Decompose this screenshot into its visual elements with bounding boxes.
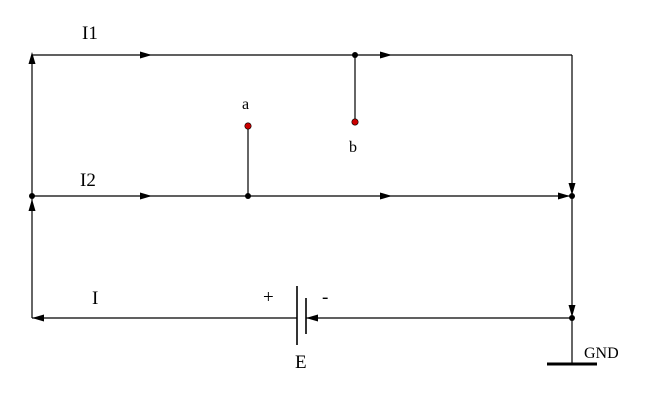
junction-node	[569, 315, 575, 321]
arrow-bottom-left	[32, 314, 44, 322]
label-current-i2: I2	[80, 170, 96, 191]
test-point-a	[244, 122, 252, 130]
label-current-i: I	[92, 288, 98, 309]
wires	[31, 54, 573, 363]
arrow-left-up	[28, 52, 36, 64]
arrows	[28, 51, 576, 322]
label-current-i1: I1	[82, 23, 98, 44]
label-ground: GND	[584, 345, 619, 362]
label-point-a: a	[242, 96, 249, 113]
junction-node	[352, 52, 358, 58]
arrow-right-down-1	[568, 183, 576, 195]
arrow-top-right-1	[140, 51, 152, 59]
junctions	[29, 52, 575, 321]
junction-node	[245, 193, 251, 199]
arrow-left-lower-up	[28, 199, 36, 211]
arrow-middle-right-end	[558, 192, 570, 200]
label-point-b: b	[349, 139, 357, 156]
test-point-b	[351, 118, 359, 126]
battery	[296, 286, 307, 345]
junction-node	[29, 193, 35, 199]
junction-node	[569, 193, 575, 199]
label-battery-minus: -	[322, 287, 328, 308]
label-battery-e: E	[295, 352, 307, 373]
arrow-top-right-2	[380, 51, 392, 59]
arrow-right-down-2	[568, 305, 576, 317]
arrow-bottom-into-battery	[306, 314, 318, 322]
arrow-middle-right-2	[380, 192, 392, 200]
label-battery-plus: +	[263, 287, 274, 308]
arrow-middle-right-1	[140, 192, 152, 200]
